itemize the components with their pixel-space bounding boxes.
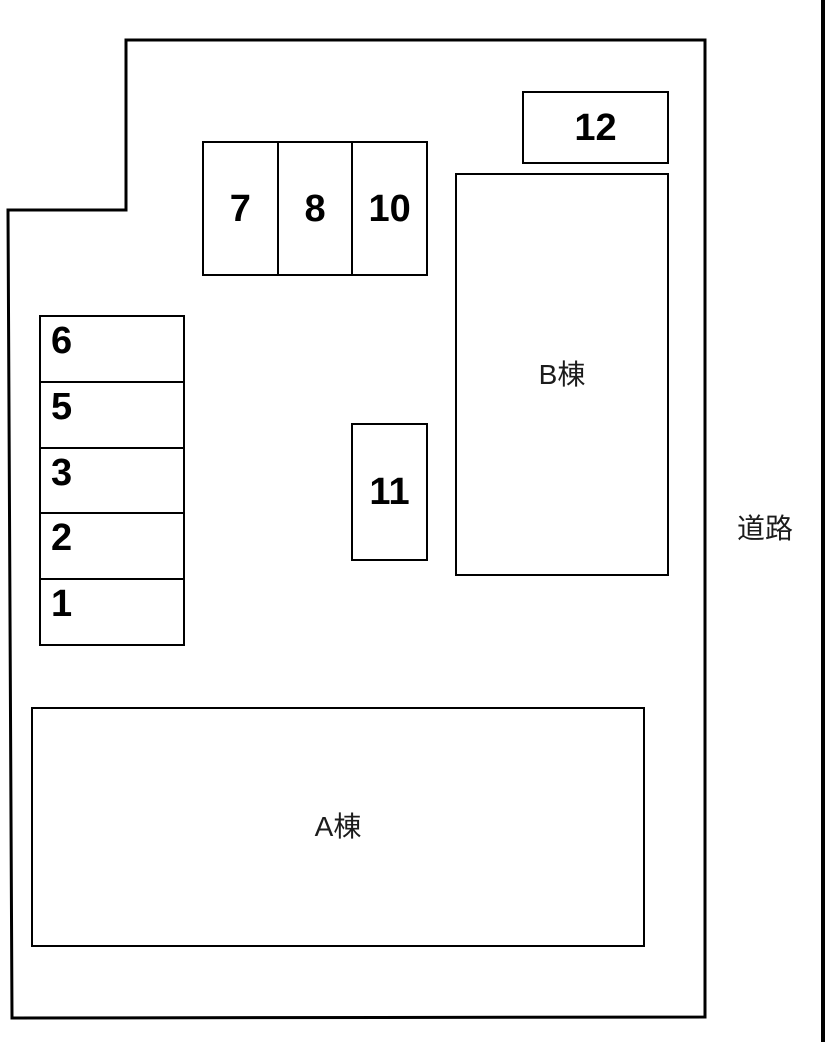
property-boundary-outline	[6, 38, 707, 1020]
parking-spot-12-number: 12	[574, 106, 617, 149]
parking-spot-2-number: 2	[51, 517, 73, 560]
parking-spot-7: 7	[204, 143, 279, 274]
parking-spot-6-number: 6	[51, 320, 73, 362]
parking-spot-10: 10	[353, 143, 426, 274]
parking-spot-8: 8	[279, 143, 354, 274]
parking-spot-1-number: 1	[51, 583, 73, 626]
parking-spot-12: 12	[522, 91, 669, 164]
building-a-label: A棟	[314, 811, 362, 842]
parking-spot-1: 1	[41, 580, 183, 644]
building-b-label: B棟	[538, 358, 586, 390]
parking-spot-5: 5	[41, 383, 183, 449]
building-a: A棟	[31, 707, 645, 947]
parking-column-left: 6 5 3 2 1	[39, 315, 185, 646]
parking-spot-2: 2	[41, 514, 183, 581]
building-b: B棟	[455, 173, 669, 576]
parking-spot-3: 3	[41, 449, 183, 515]
parking-spot-11-number: 11	[369, 471, 410, 513]
road-label: 道路	[736, 513, 794, 544]
parking-spot-10-number: 10	[368, 187, 411, 230]
parking-row-top: 7 8 10	[202, 141, 428, 276]
parking-spot-5-number: 5	[51, 385, 73, 428]
parking-spot-8-number: 8	[304, 187, 326, 230]
parking-spot-11: 11	[351, 423, 428, 561]
parking-spot-6: 6	[41, 317, 183, 383]
parking-spot-3-number: 3	[51, 451, 73, 494]
parking-spot-7-number: 7	[229, 187, 251, 230]
